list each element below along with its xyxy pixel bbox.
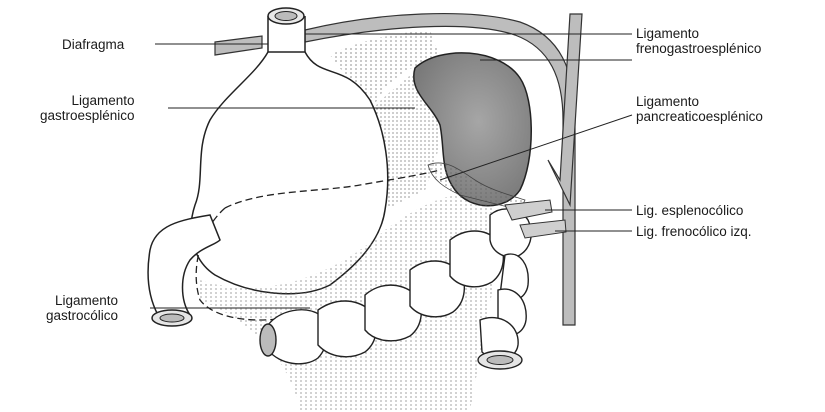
colon-lumen — [260, 324, 276, 356]
label-ligamento-gastrocolico: Ligamento gastrocólico — [46, 293, 118, 323]
diaphragm — [215, 36, 262, 55]
diaphragm-branch — [548, 14, 582, 205]
label-lig-esplenocolico: Lig. esplenocólico — [636, 203, 743, 218]
label-ligamento-pancreaticoesplenico: Ligamento pancreaticoesplénico — [636, 94, 763, 124]
label-diafragma: Diafragma — [62, 37, 124, 52]
label-lig-frenocolico: Lig. frenocólico izq. — [636, 224, 752, 239]
label-ligamento-gastroesplenico: Ligamento gastroesplénico — [40, 93, 135, 123]
label-ligamento-frenogastroesplenico: Ligamento frenogastroesplénico — [636, 26, 761, 56]
